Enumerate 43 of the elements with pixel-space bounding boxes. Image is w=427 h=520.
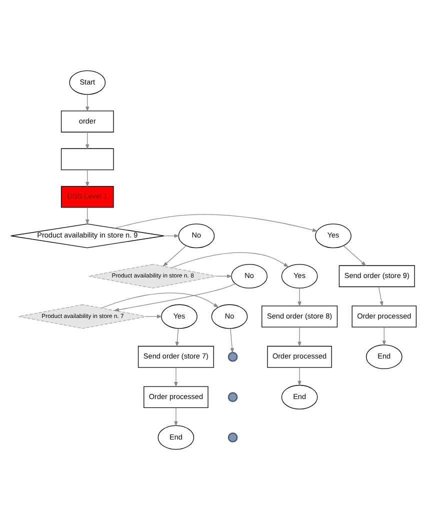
arrow [378,286,384,307]
node-box: Send order (store 7) [138,346,214,368]
node-circle [228,432,238,442]
arrow [164,234,180,238]
arrow [216,274,232,278]
arrow [86,94,90,112]
node-ellipse: End [158,425,194,450]
node-box: Send order (store 9) [338,265,415,288]
arrow [162,245,186,267]
arrow [114,214,318,232]
node-ellipse: End [366,344,402,370]
arrow [86,207,90,225]
node-ellipse: No [231,264,268,288]
node-diamond: Product availability in store n. 9 [10,224,164,248]
arrow [86,132,90,150]
node-box: Order processed [144,386,208,408]
arrow [146,314,162,318]
arrow [382,326,386,346]
arrow [171,252,289,268]
arrow [175,328,180,348]
node-box: order [60,110,114,132]
node-circle [228,392,238,402]
node-box: Order processed [352,306,417,328]
node-ellipse: End [281,384,318,410]
node-ellipse: Yes [315,224,352,248]
arrow [174,367,178,388]
node-ellipse: Start [69,70,106,95]
arrow [230,328,234,354]
node-box: Order processed [267,346,332,368]
node-box: Send order (store 8) [262,306,338,328]
arrow [114,283,236,312]
arrow [298,367,302,386]
arrow [298,326,302,348]
arrow [298,288,302,307]
node-box: DSS Level 1 [60,186,114,208]
node-box [60,148,114,170]
arrow [86,169,90,188]
arrow [101,292,219,308]
node-ellipse: Yes [161,304,198,329]
node-circle [228,352,238,362]
arrow [343,245,366,266]
arrow [174,408,178,427]
node-ellipse: No [178,224,215,248]
